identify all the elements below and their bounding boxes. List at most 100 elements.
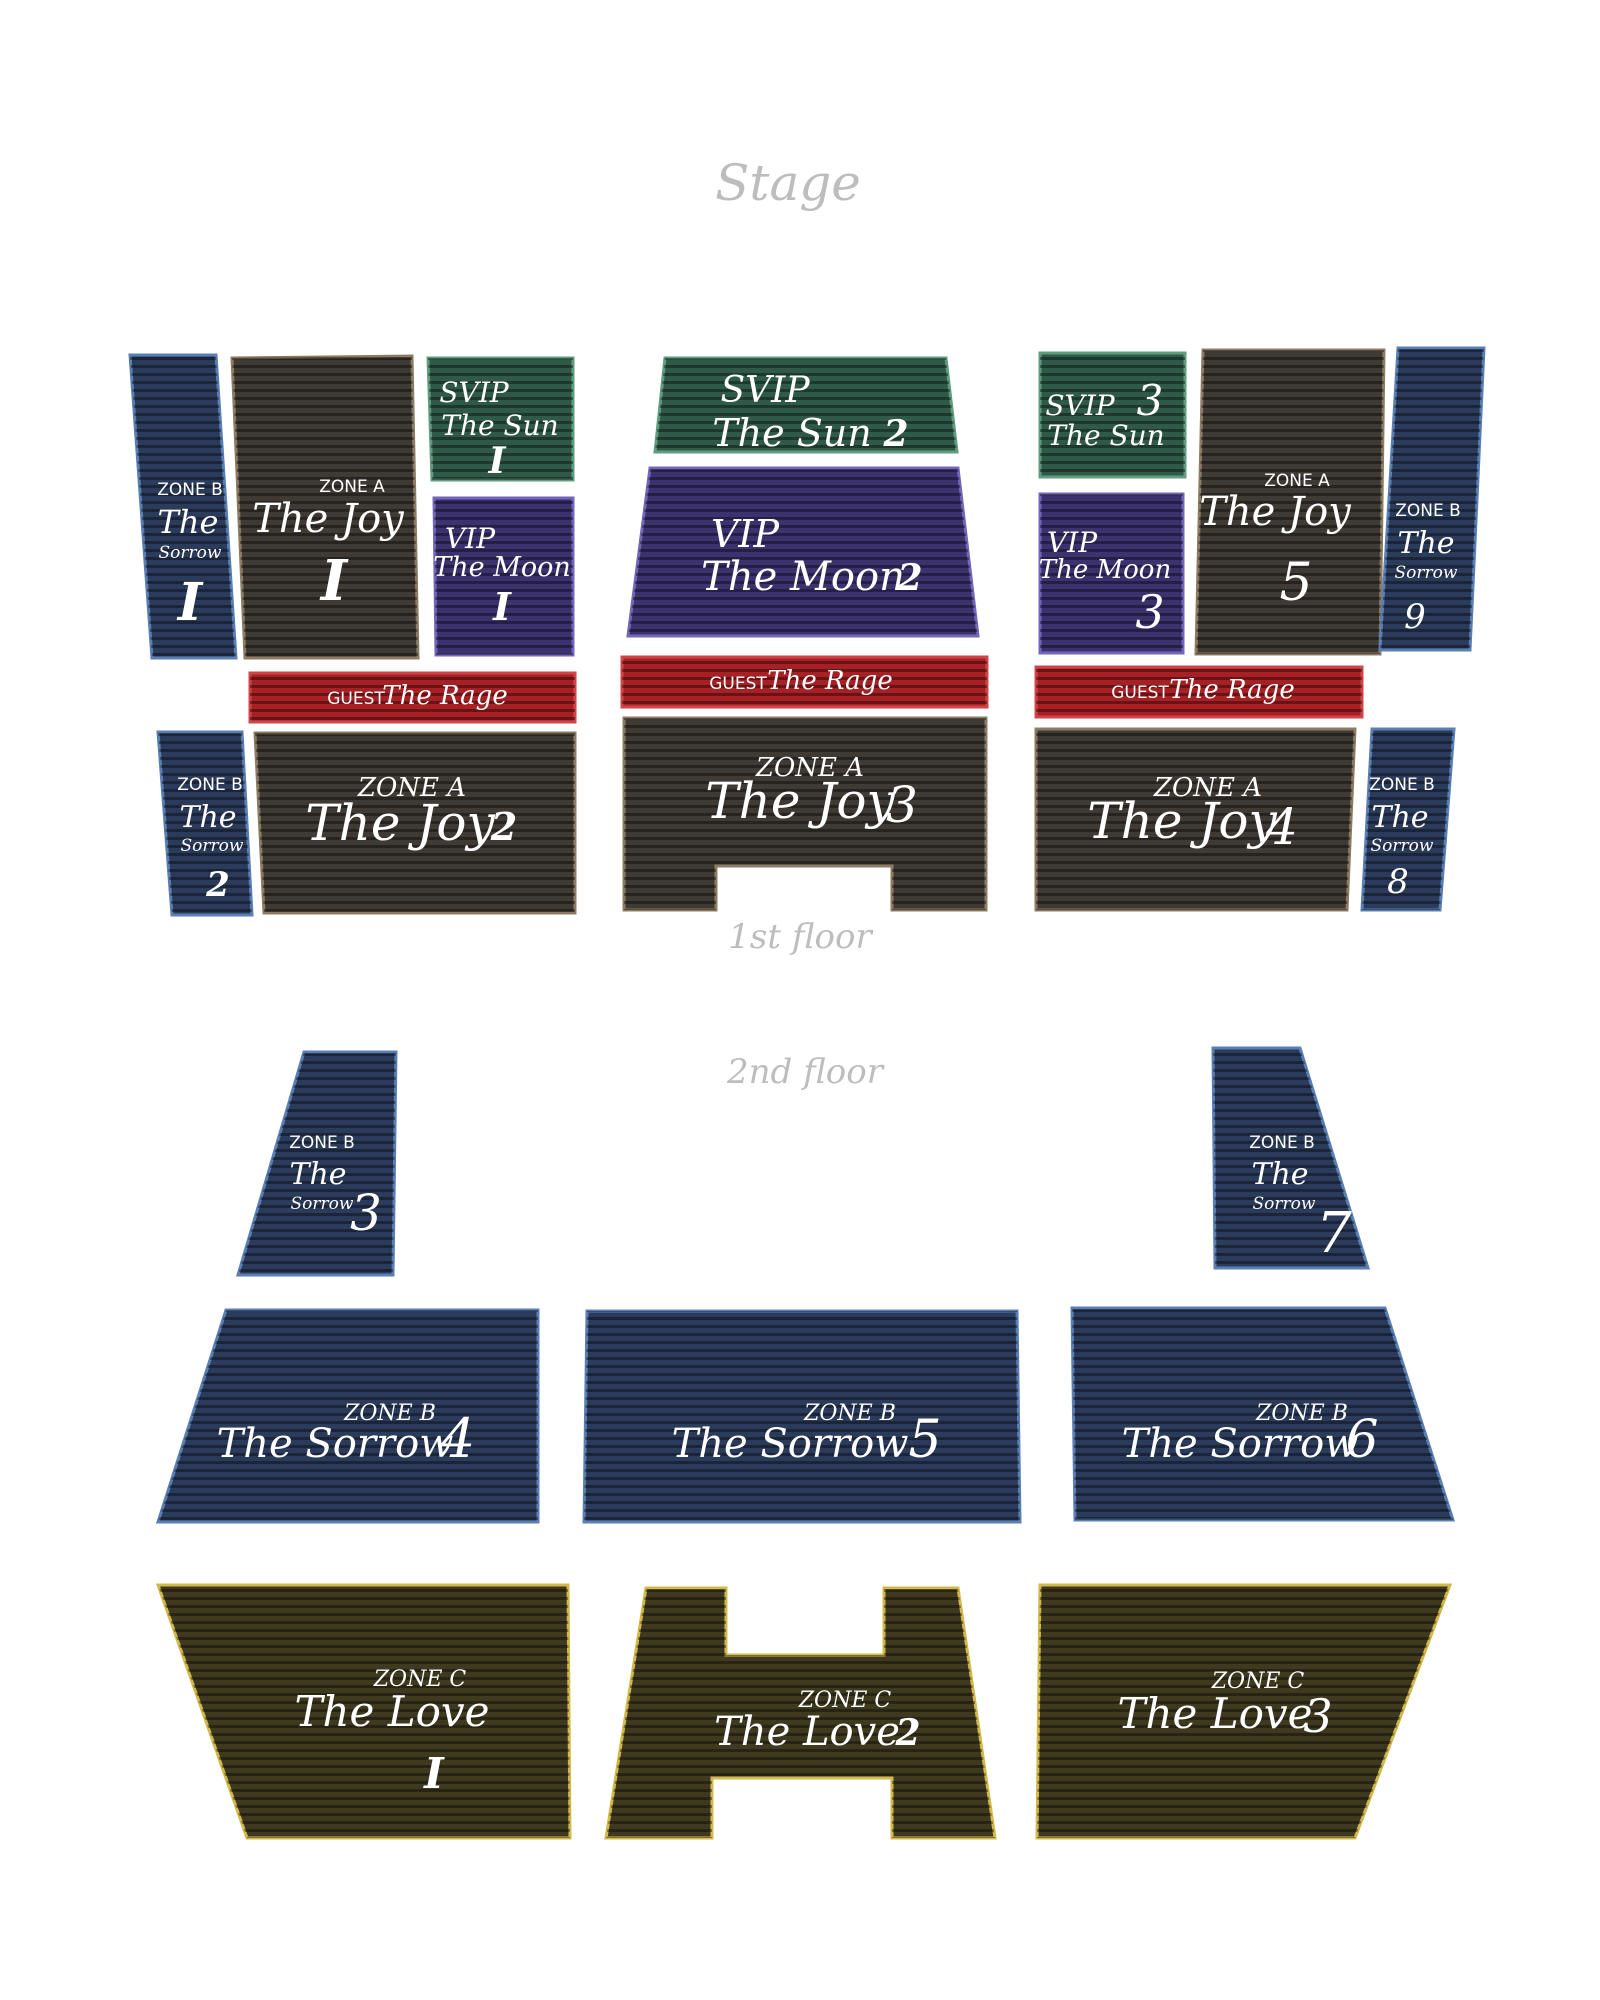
section-number: 2 bbox=[490, 804, 517, 849]
section-rage-3[interactable]: GUEST The Rage bbox=[1034, 665, 1364, 719]
section-sorrow-4[interactable]: ZONE B The Sorrow 4 bbox=[155, 1308, 540, 1524]
section-name: The Love bbox=[714, 1709, 900, 1755]
section-name: The Joy bbox=[705, 772, 895, 830]
section-number: 3 bbox=[886, 776, 918, 834]
section-number: 3 bbox=[350, 1184, 382, 1242]
zone-label: ZONE A bbox=[1264, 471, 1330, 491]
section-number: I bbox=[492, 584, 512, 629]
section-rage-1[interactable]: GUEST The Rage bbox=[248, 671, 577, 724]
stage-label: Stage bbox=[715, 154, 861, 212]
zone-label: ZONE B bbox=[803, 1401, 896, 1426]
section-number: 3 bbox=[1137, 376, 1164, 425]
section-name: The Love bbox=[1117, 1689, 1312, 1738]
section-number: 9 bbox=[1404, 597, 1426, 637]
section-name: Sorrow bbox=[1395, 563, 1458, 583]
zone-label: ZONE A bbox=[755, 753, 864, 783]
zone-label: ZONE C bbox=[798, 1688, 892, 1713]
section-sun-3[interactable]: SVIP The Sun 3 bbox=[1038, 351, 1187, 479]
section-name: The Sorrow bbox=[217, 1421, 454, 1467]
first-floor-label: 1st floor bbox=[728, 917, 873, 957]
zone-label: ZONE B bbox=[289, 1133, 355, 1153]
section-name: The bbox=[158, 503, 219, 541]
zone-label: ZONE B bbox=[1255, 1401, 1348, 1426]
section-joy-4[interactable]: ZONE A The Joy 4 bbox=[1034, 727, 1357, 912]
section-number: 6 bbox=[1345, 1410, 1378, 1470]
section-number: 7 bbox=[1316, 1201, 1352, 1266]
section-name: The Rage bbox=[382, 681, 507, 711]
zone-label: SVIP bbox=[439, 376, 509, 409]
zone-label: GUEST bbox=[327, 689, 385, 709]
section-rage-2[interactable]: GUEST The Rage bbox=[620, 655, 989, 709]
zone-label: ZONE B bbox=[1395, 501, 1461, 521]
section-number: 8 bbox=[1387, 862, 1409, 902]
zone-label: GUEST bbox=[1111, 683, 1169, 703]
zone-label: ZONE C bbox=[1211, 1669, 1305, 1694]
section-name: The Sorrow bbox=[1122, 1421, 1359, 1467]
section-name: The Rage bbox=[1169, 675, 1294, 705]
section-name: The bbox=[1397, 526, 1454, 561]
section-sorrow-2[interactable]: ZONE B The Sorrow 2 bbox=[156, 730, 254, 917]
section-number: 4 bbox=[1265, 798, 1298, 856]
section-number: I bbox=[423, 1749, 445, 1798]
section-love-1[interactable]: ZONE C The Love I bbox=[155, 1583, 572, 1840]
section-moon-1[interactable]: VIP The Moon I bbox=[432, 496, 575, 657]
section-moon-3[interactable]: VIP The Moon 3 bbox=[1038, 492, 1185, 655]
section-name: The Love bbox=[294, 1687, 489, 1736]
section-name: The bbox=[179, 800, 236, 835]
section-number: I bbox=[319, 548, 349, 614]
section-number: 2 bbox=[205, 865, 230, 905]
section-number: 2 bbox=[894, 1712, 920, 1754]
section-name: The Moon bbox=[433, 552, 571, 583]
section-name: Sorrow bbox=[181, 836, 244, 856]
section-joy-1[interactable]: ZONE A The Joy I bbox=[230, 354, 420, 660]
section-number: 2 bbox=[896, 557, 922, 599]
section-sun-1[interactable]: SVIP The Sun I bbox=[426, 356, 575, 482]
section-sorrow-7[interactable]: ZONE B The Sorrow 7 bbox=[1211, 1046, 1371, 1270]
section-joy-5[interactable]: ZONE A The Joy 5 bbox=[1194, 348, 1386, 656]
section-sorrow-3[interactable]: ZONE B The Sorrow 3 bbox=[235, 1050, 398, 1277]
section-number: 3 bbox=[1135, 585, 1164, 639]
section-name: Sorrow bbox=[291, 1194, 354, 1214]
section-sorrow-8[interactable]: ZONE B The Sorrow 8 bbox=[1360, 727, 1456, 912]
section-number: 5 bbox=[1279, 553, 1312, 613]
section-name: The Joy bbox=[1199, 489, 1352, 535]
section-joy-2[interactable]: ZONE A The Joy 2 bbox=[253, 731, 577, 915]
zone-label: VIP bbox=[1047, 526, 1098, 559]
section-sorrow-5[interactable]: ZONE B The Sorrow 5 bbox=[582, 1309, 1022, 1524]
zone-label: GUEST bbox=[709, 674, 767, 694]
zone-label: VIP bbox=[711, 512, 780, 556]
section-name: The Sun bbox=[712, 411, 871, 455]
section-number: 5 bbox=[908, 1410, 941, 1470]
zone-label: VIP bbox=[445, 522, 496, 555]
section-sorrow-1[interactable]: ZONE B The Sorrow I bbox=[128, 353, 238, 660]
section-name: The Sorrow bbox=[672, 1421, 909, 1467]
zone-label: ZONE B bbox=[343, 1401, 436, 1426]
section-name: The bbox=[1371, 800, 1428, 835]
zone-label: ZONE A bbox=[357, 773, 466, 803]
section-name: The Moon bbox=[1039, 555, 1171, 585]
zone-label: ZONE B bbox=[157, 480, 223, 500]
section-sorrow-9[interactable]: ZONE B The Sorrow 9 bbox=[1378, 346, 1486, 652]
section-love-2[interactable]: ZONE C The Love 2 bbox=[604, 1586, 997, 1840]
zone-label: ZONE B bbox=[177, 775, 243, 795]
section-number: 2 bbox=[882, 413, 908, 455]
section-name: The Joy bbox=[1087, 792, 1277, 850]
zone-label: ZONE A bbox=[1153, 773, 1262, 803]
section-sun-2[interactable]: SVIP The Sun 2 bbox=[653, 356, 959, 455]
section-name: The bbox=[1251, 1157, 1308, 1192]
section-joy-3[interactable]: ZONE A The Joy 3 bbox=[622, 716, 988, 912]
section-name: Sorrow bbox=[159, 543, 222, 563]
second-floor-label: 2nd floor bbox=[726, 1052, 885, 1092]
section-love-3[interactable]: ZONE C The Love 3 bbox=[1035, 1583, 1453, 1840]
section-moon-2[interactable]: VIP The Moon 2 bbox=[626, 466, 980, 638]
section-name: The Joy bbox=[252, 496, 405, 542]
section-sorrow-6[interactable]: ZONE B The Sorrow 6 bbox=[1070, 1306, 1456, 1522]
section-name: Sorrow bbox=[1253, 1194, 1316, 1214]
section-name: Sorrow bbox=[1371, 836, 1434, 856]
zone-label: ZONE B bbox=[1369, 775, 1435, 795]
section-name: The Moon bbox=[701, 554, 905, 600]
section-number: I bbox=[176, 572, 204, 633]
section-name: The Sun bbox=[1047, 419, 1164, 452]
section-name: The bbox=[289, 1157, 346, 1192]
